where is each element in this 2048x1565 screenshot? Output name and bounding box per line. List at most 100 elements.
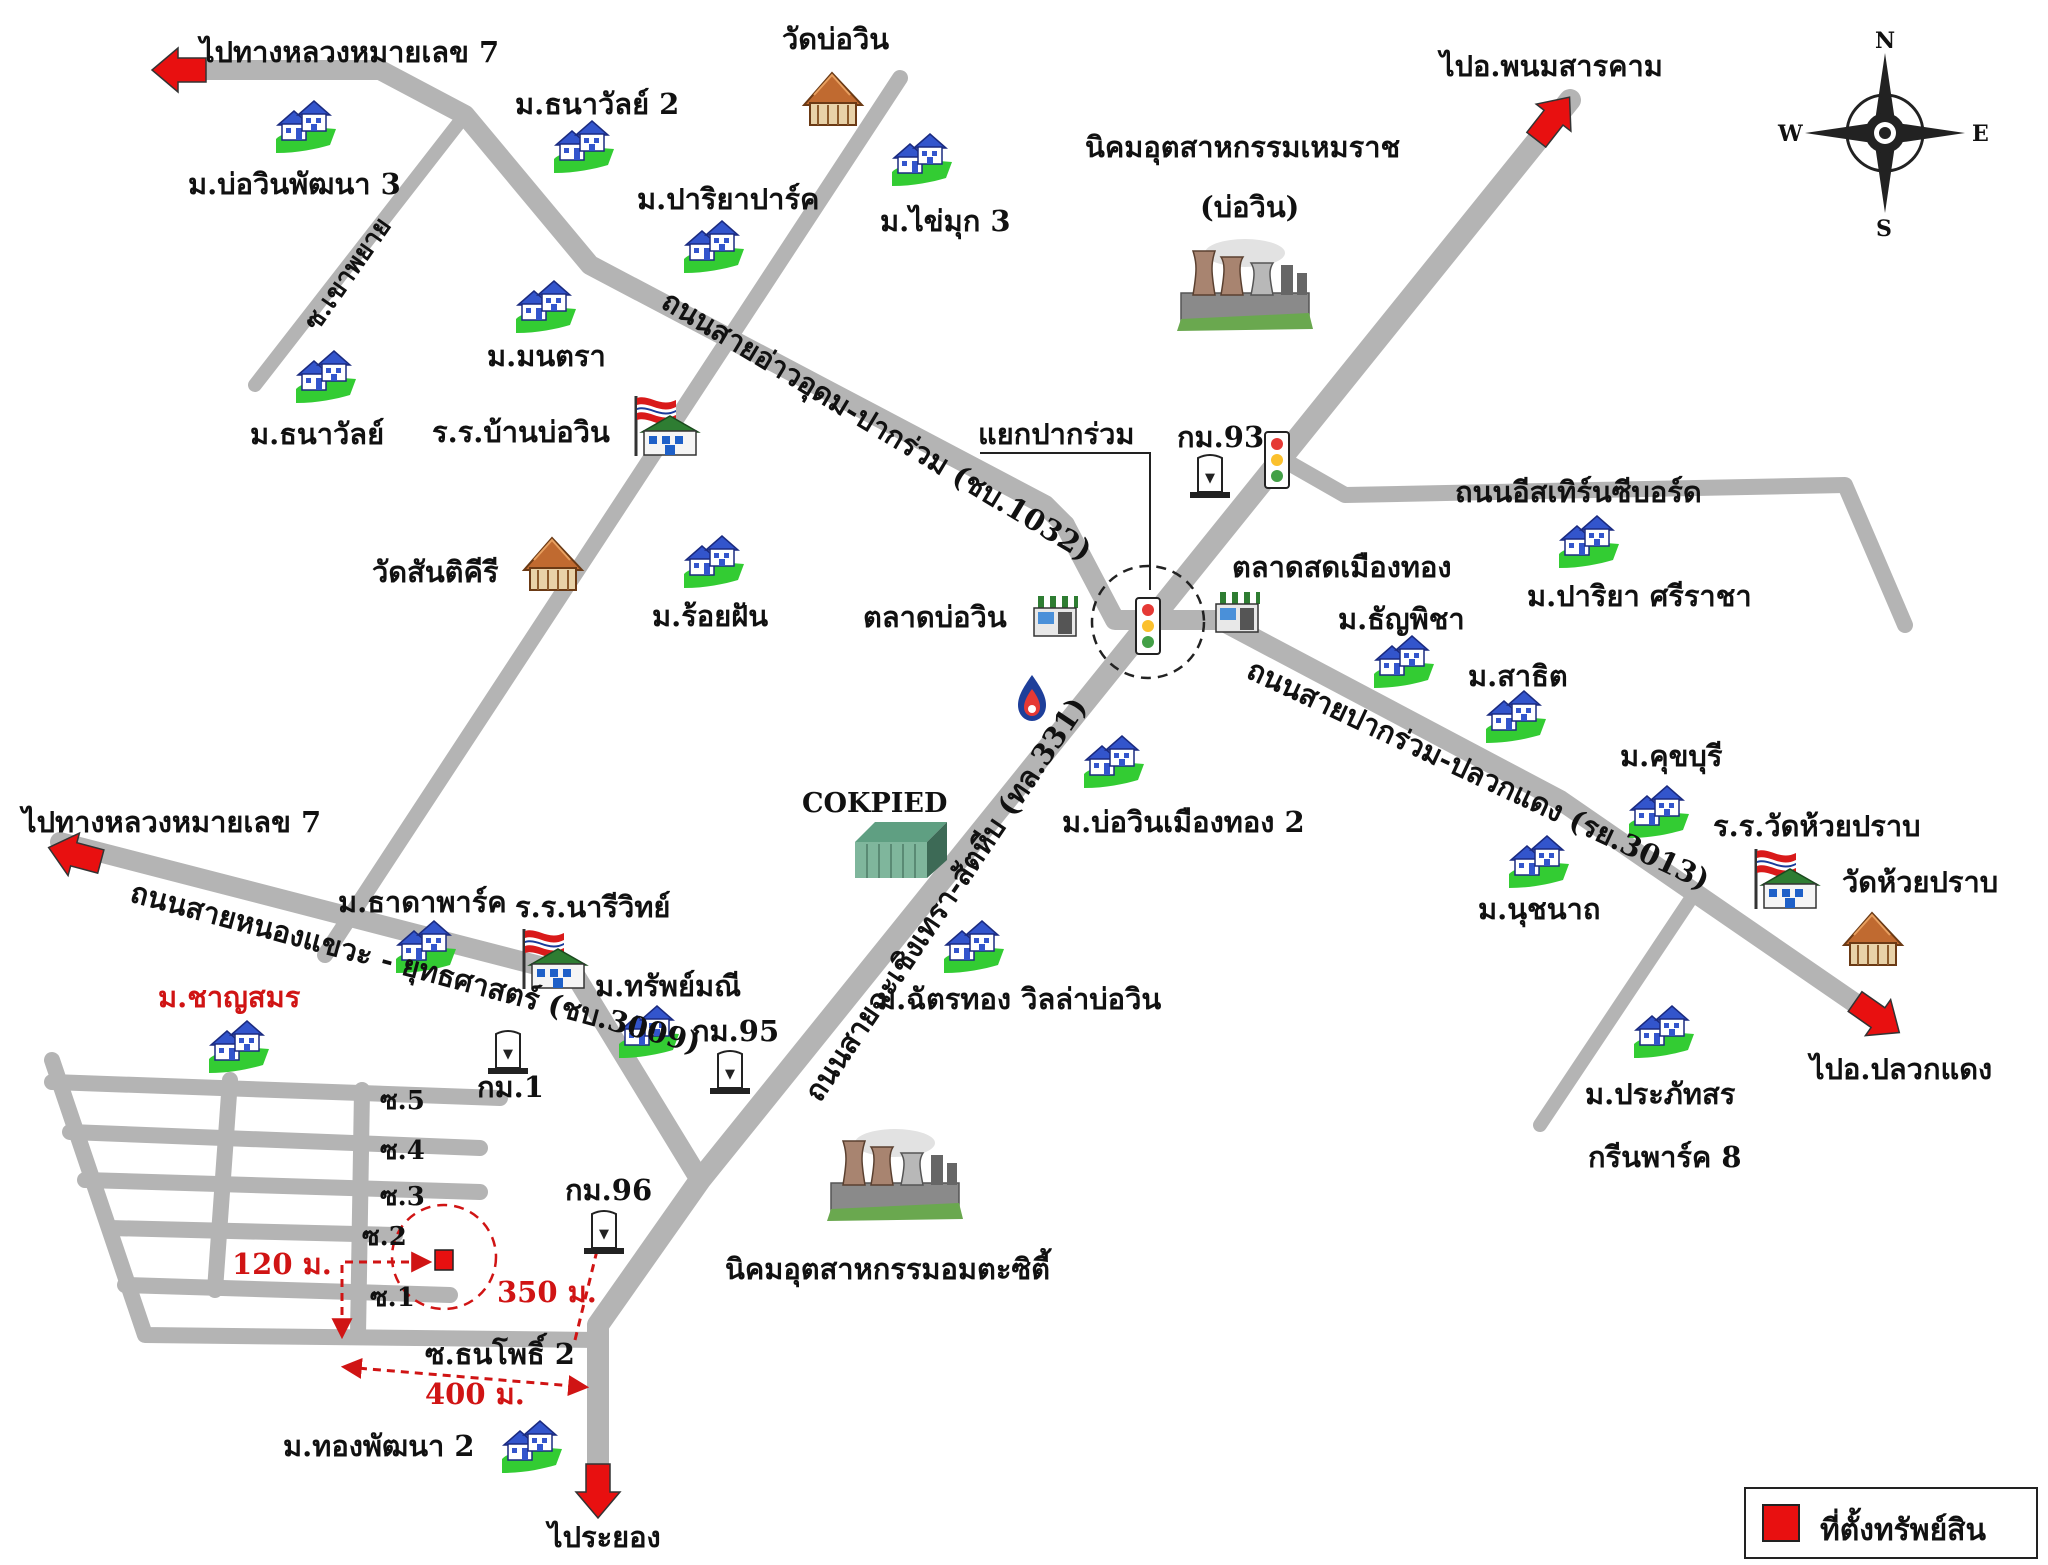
label-thanawan2: ม.ธนาวัลย์ 2 (515, 87, 680, 121)
legend: ที่ตั้งทรัพย์สิน (1744, 1487, 2038, 1559)
road-soi-2 (102, 1220, 403, 1243)
distance-line-400 (340, 1357, 590, 1397)
junction-leader-line (980, 452, 1151, 590)
arrow-rayong (574, 1463, 622, 1520)
label-chansamon: ม.ชาญสมร (158, 980, 301, 1014)
label-nuchanat: ม.นุชนาถ (1478, 892, 1601, 926)
temple-icon (1843, 912, 1903, 966)
label-wat-bowin: วัดบ่อวิน (782, 22, 890, 56)
label-chatthong: ม.ฉัตรทอง วิลล่าบ่อวิน (877, 982, 1162, 1016)
label-cokpied: COKPIED (802, 788, 948, 819)
market-icon (1213, 591, 1261, 633)
factory-icon (826, 1128, 964, 1222)
compass-n: N (1875, 28, 1896, 54)
label-thanyapicha: ม.ธัญพิชา (1338, 602, 1465, 636)
village-icon (683, 535, 745, 589)
village-icon (553, 120, 615, 174)
compass-rose-icon (1805, 53, 1965, 213)
dest-hwy7-top: ไปทางหลวงหมายเลข 7 (200, 35, 500, 69)
label-km95: กม.95 (692, 1014, 780, 1048)
compass-e: E (1972, 121, 1989, 147)
dest-rayong: ไประยอง (548, 1520, 661, 1554)
label-khaimuk3: ม.ไข่มุก 3 (880, 204, 1011, 238)
label-sathit: ม.สาธิต (1468, 659, 1568, 693)
distance-label-350: 350 ม. (497, 1275, 597, 1309)
temple-icon (523, 537, 583, 591)
label-market-bowin: ตลาดบ่อวิน (863, 600, 1007, 634)
label-thongphatthana2: ม.ทองพัฒนา 2 (283, 1429, 475, 1463)
label-km96: กม.96 (565, 1173, 653, 1207)
label-soi5: ซ.5 (380, 1086, 425, 1116)
label-school-huaiprap: ร.ร.วัดห้วยปราบ (1713, 809, 1921, 843)
label-hemaraj-sub: (บ่อวิน) (1200, 190, 1300, 224)
village-icon (1508, 835, 1570, 889)
label-bowin-muangthong2: ม.บ่อวินเมืองทอง 2 (1062, 805, 1305, 839)
arrow-phanom (1525, 96, 1572, 149)
village-icon (208, 1020, 270, 1074)
road-soi-5 (44, 1074, 508, 1106)
village-icon (1485, 690, 1547, 744)
label-prapatsorn: ม.ประภัทสร (1585, 1077, 1736, 1111)
label-school-bowin: ร.ร.บ้านบ่อวิน (432, 415, 610, 449)
property-marker (434, 1249, 454, 1271)
village-icon (1373, 635, 1435, 689)
arrow-pluakdaeng (1847, 990, 1901, 1037)
label-preeya-sriracha: ม.ปาริยา ศรีราชา (1527, 579, 1752, 613)
village-icon (295, 350, 357, 404)
label-preeya-park: ม.ปาริยาปาร์ค (637, 182, 820, 216)
road-soi-cross-1 (207, 1072, 238, 1298)
label-hemaraj-estate: นิคมอุตสาหกรรมเหมราช (1085, 130, 1401, 164)
label-montra: ม.มนตรา (487, 339, 606, 373)
km-post-icon (1189, 454, 1231, 499)
road-eastern-seaboard (1267, 447, 1913, 633)
legend-swatch (1762, 1504, 1800, 1542)
distance-label-120: 120 ม. (232, 1247, 332, 1281)
road-soi-3 (77, 1172, 488, 1200)
market-icon (1031, 595, 1079, 637)
junction-circle (1090, 564, 1206, 680)
village-icon (1558, 515, 1620, 569)
label-wat-santikiri: วัดสันติคีรี (372, 555, 499, 589)
site-circle (390, 1203, 498, 1311)
label-thanawan: ม.ธนาวัลย์ (250, 417, 385, 451)
dest-hwy7-left: ไปทางหลวงหมายเลข 7 (22, 805, 322, 839)
label-soi3: ซ.3 (380, 1182, 425, 1212)
dest-phanom: ไปอ.พนมสารคาม (1440, 49, 1663, 83)
label-soi4: ซ.4 (380, 1136, 425, 1166)
road-soi-1 (117, 1277, 458, 1303)
distance-label-400: 400 ม. (425, 1377, 525, 1411)
compass-s: S (1876, 216, 1892, 242)
temple-icon (803, 72, 863, 126)
label-junction: แยกปากร่วม (978, 417, 1135, 451)
label-amata: นิคมอุตสาหกรรมอมตะซิตี้ (725, 1252, 1050, 1286)
legend-label: ที่ตั้งทรัพย์สิน (1820, 1513, 1986, 1548)
road-ao-udom-pakruam (185, 60, 1075, 535)
arrow-hwy7-top (150, 46, 207, 94)
label-km1: กม.1 (477, 1070, 544, 1104)
village-icon (501, 1420, 563, 1474)
village-icon (943, 920, 1005, 974)
warehouse-icon (855, 822, 947, 878)
label-km93: กม.93 (1177, 420, 1265, 454)
label-market-muangthong: ตลาดสดเมืองทอง (1232, 550, 1452, 584)
road-prapatsorn (1533, 893, 1697, 1132)
factory-icon (1176, 238, 1314, 332)
label-soi-thanphochi2: ซ.ธนโพธิ์ 2 (425, 1337, 575, 1371)
label-thada-park: ม.ธาดาพาร์ค (338, 885, 507, 919)
label-prapatsorn-sub: กรีนพาร์ค 8 (1588, 1140, 1742, 1174)
road-soi-cross-2 (350, 1082, 370, 1343)
label-sapmanee: ม.ทรัพย์มณี (595, 969, 742, 1003)
label-khukhaburi: ม.คุขบุรี (1620, 739, 1723, 773)
label-bowin-phatthana3: ม.บ่อวินพัฒนา 3 (188, 167, 401, 201)
road-soi-4 (62, 1124, 488, 1156)
label-soi2: ซ.2 (362, 1222, 407, 1252)
km-post-icon (709, 1050, 751, 1095)
village-icon (1633, 1005, 1695, 1059)
road-soi-khaophaiya (248, 108, 472, 392)
road-wat-bowin-diagonal (317, 70, 908, 963)
km-post-icon (583, 1210, 625, 1255)
village-icon (1083, 735, 1145, 789)
village-icon (683, 220, 745, 274)
traffic-light-icon (1135, 597, 1161, 655)
